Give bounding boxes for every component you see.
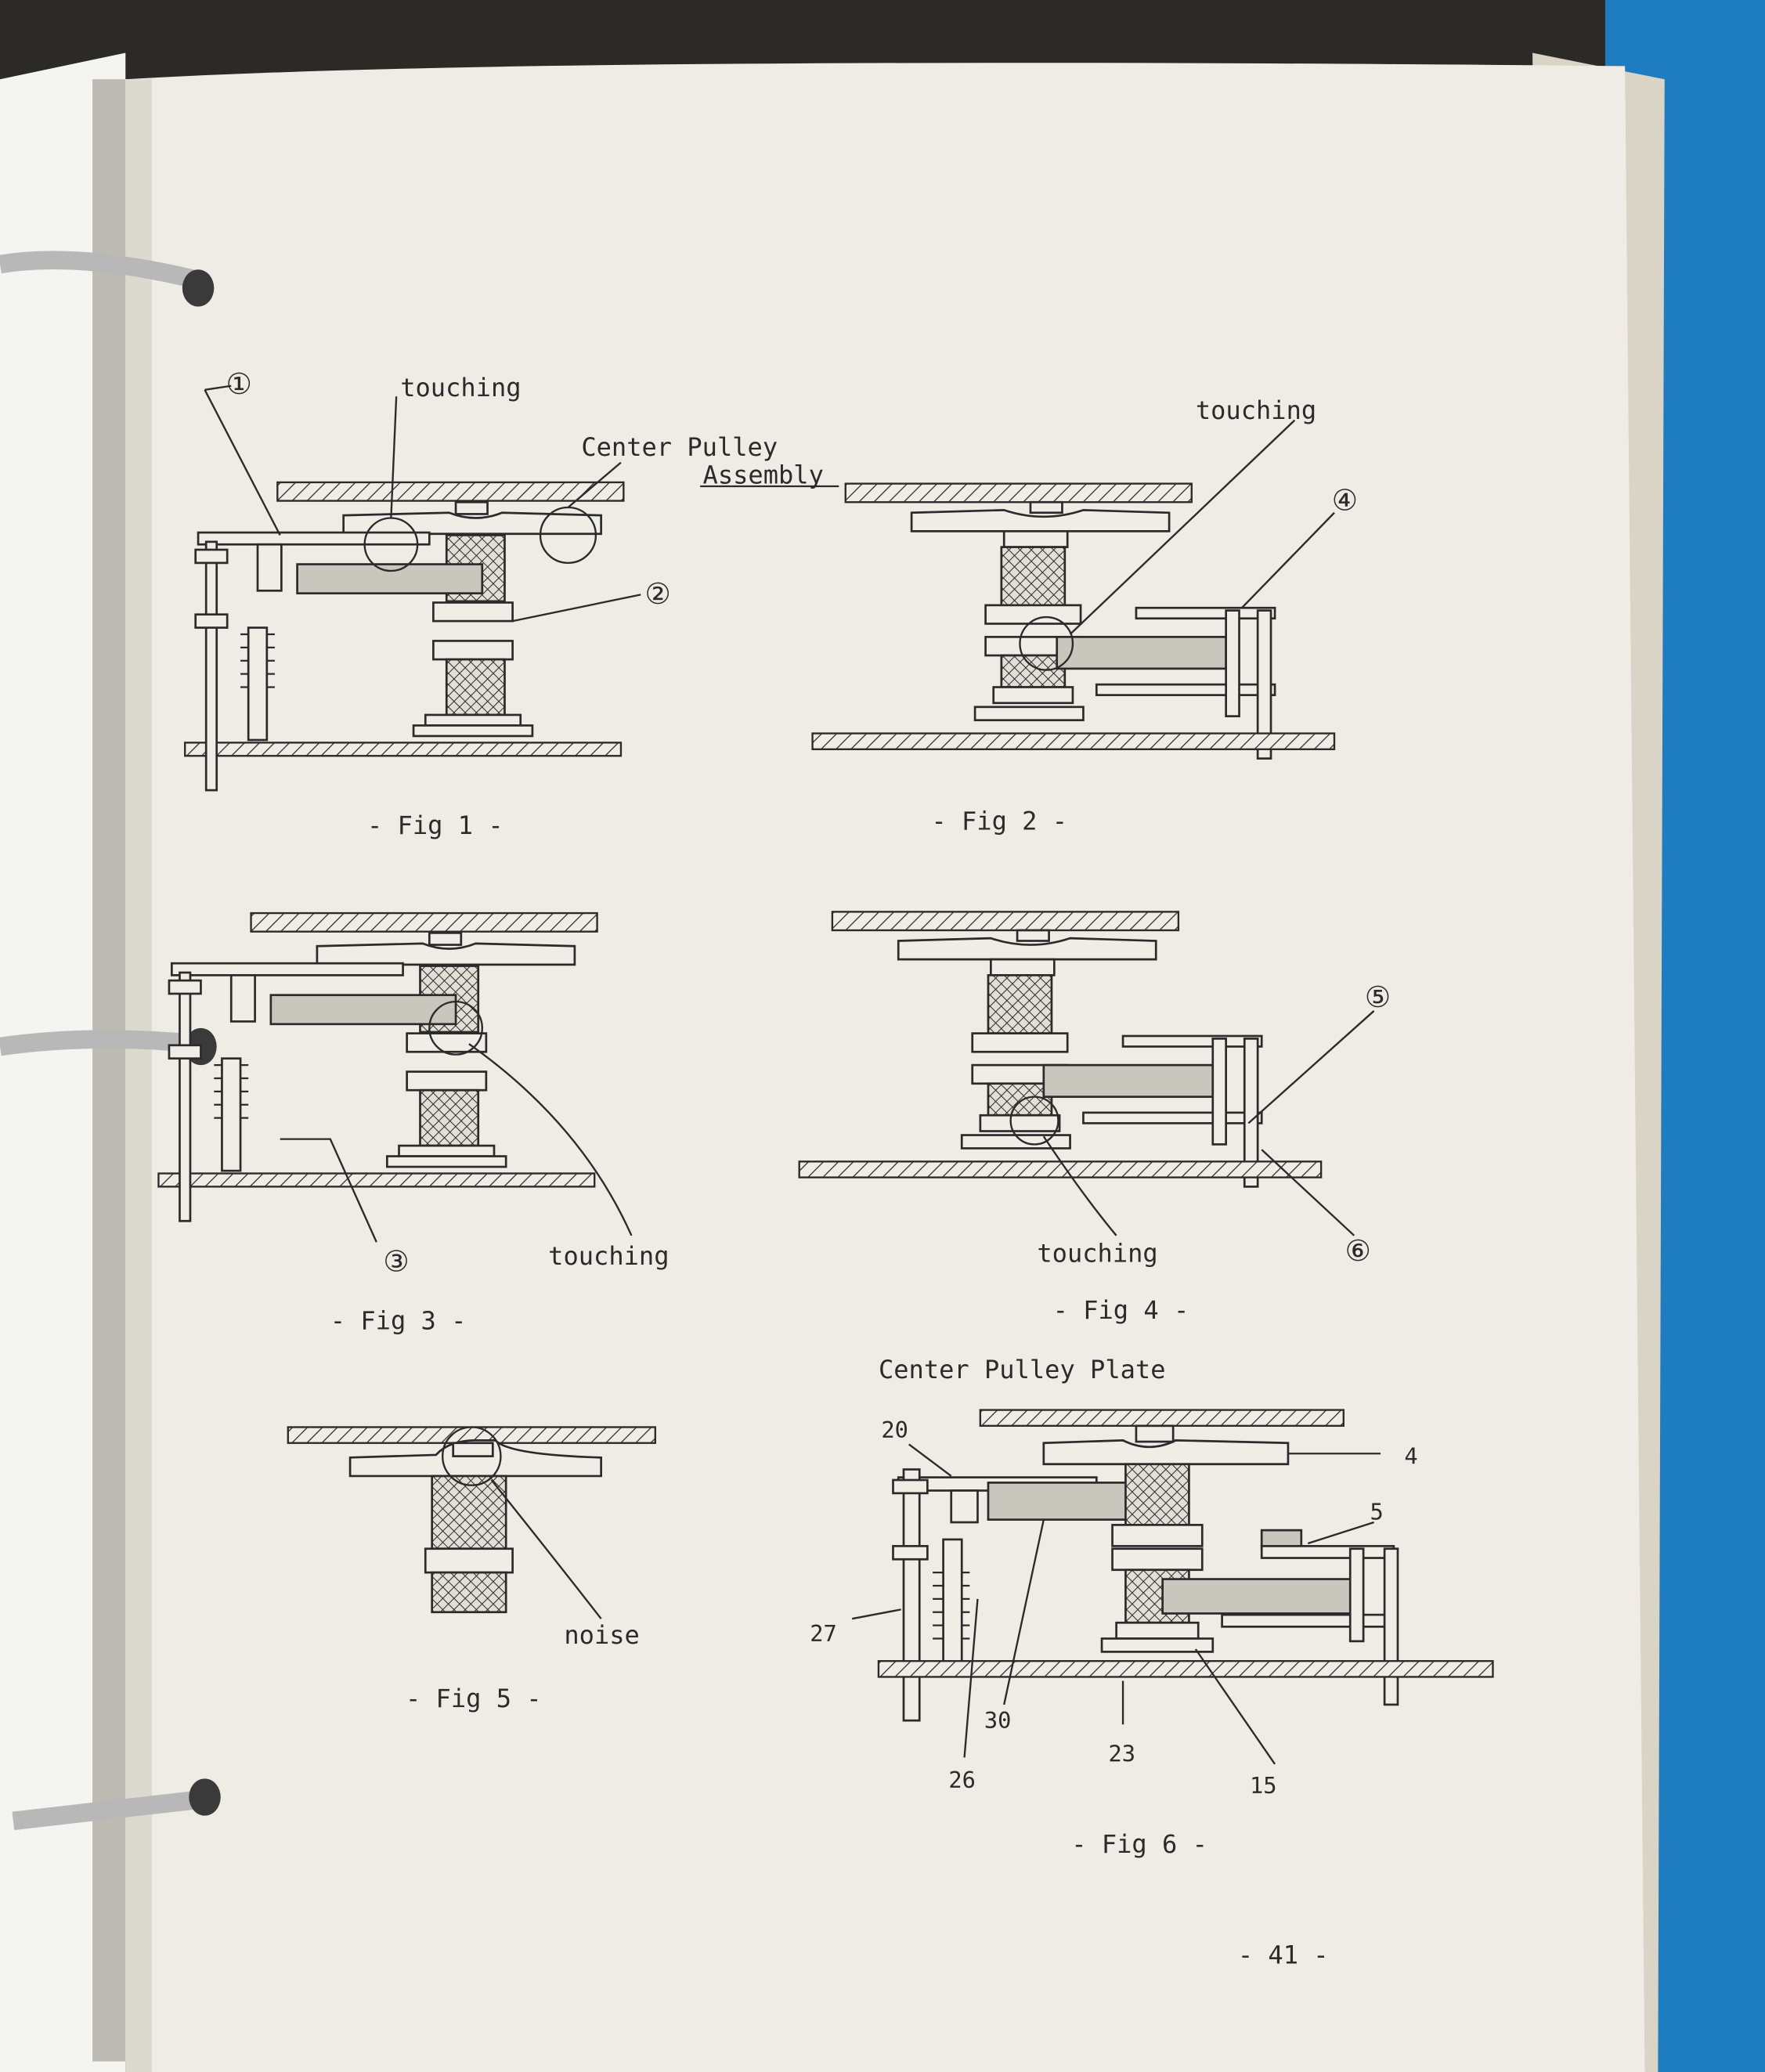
document-page (125, 63, 1645, 2072)
fig-5-caption: - Fig 5 - (406, 1684, 542, 1713)
part-15: 15 (1250, 1772, 1277, 1799)
label-touching: touching (1037, 1239, 1157, 1269)
label-center-pulley: Center Pulley (581, 432, 778, 462)
fig-4-caption: - Fig 4 - (1053, 1295, 1189, 1325)
figure-6: Center Pulley Plate 20 4 5 (810, 1355, 1494, 1859)
label-touching: touching (548, 1241, 669, 1271)
part-23: 23 (1108, 1740, 1135, 1767)
figure-1: ① touching Center Pulley Assembly ② - Fi… (183, 367, 839, 840)
part-4: 4 (1404, 1443, 1417, 1470)
label-assembly: Assembly (703, 460, 824, 490)
fig-6-title: Center Pulley Plate (879, 1355, 1166, 1384)
marker-6: ⑥ (1345, 1234, 1370, 1268)
fig-2-caption: - Fig 2 - (931, 807, 1067, 836)
figure-3: ③ touching - Fig 3 - (157, 911, 669, 1336)
page-number: - 41 - (1238, 1940, 1329, 1970)
part-26: 26 (948, 1767, 976, 1793)
marker-5: ⑤ (1365, 980, 1391, 1014)
figure-5: noise - Fig 5 - (287, 1426, 656, 1713)
fig-6-caption: - Fig 6 - (1071, 1829, 1207, 1859)
binder-ring-icon (0, 251, 215, 307)
fig-1-caption: - Fig 1 - (367, 810, 504, 840)
marker-2: ② (644, 577, 670, 611)
figure-2: touching ④ - Fig 2 - (811, 395, 1358, 836)
part-27: 27 (810, 1620, 837, 1647)
label-touching: touching (1196, 395, 1316, 425)
marker-4: ④ (1332, 483, 1358, 517)
binder-ring-icon (12, 1778, 221, 1831)
label-noise: noise (564, 1620, 639, 1650)
label-touching: touching (400, 373, 521, 402)
part-30: 30 (984, 1707, 1012, 1734)
marker-1: ① (226, 367, 251, 401)
marker-3: ③ (383, 1244, 409, 1278)
part-5: 5 (1370, 1499, 1384, 1525)
fig-3-caption: - Fig 3 - (330, 1306, 467, 1336)
figure-4: ⑤ touching ⑥ - Fig 4 - (798, 911, 1391, 1325)
part-20: 20 (881, 1417, 908, 1443)
